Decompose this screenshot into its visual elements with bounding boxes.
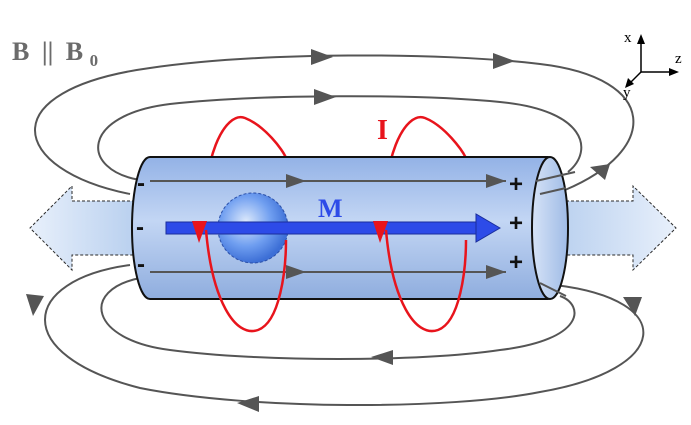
- arrowhead-icon: [286, 174, 306, 188]
- field-exit-bottom: [539, 282, 567, 297]
- field-label: B || B 0: [12, 37, 98, 70]
- force-arrow-left: [29, 184, 135, 272]
- current-loop-right-front: [384, 229, 468, 333]
- current-arrowheads: [192, 221, 388, 243]
- axis-x-label: x: [624, 30, 632, 46]
- arrowhead-icon: [493, 53, 515, 69]
- magnetization-label: M: [318, 194, 343, 223]
- arrowhead-icon: [486, 174, 506, 188]
- axis-z-arrowhead-icon: [669, 68, 679, 76]
- field-label-parallel: ||: [42, 37, 53, 66]
- current-loops-front: [204, 229, 468, 333]
- charge-left-3: -: [137, 251, 145, 278]
- axes-indicator: [625, 34, 679, 88]
- arrowhead-icon: [371, 350, 393, 365]
- internal-arrowheads: [286, 174, 506, 279]
- field-exit-mid: [539, 187, 567, 195]
- arrowhead-icon: [286, 265, 306, 279]
- arrowhead-icon: [237, 396, 259, 412]
- axis-labels: x z y: [623, 30, 682, 101]
- field-loop-outer-bottom: [44, 264, 645, 407]
- current-loop-left-front: [204, 229, 288, 333]
- axis-y-arrowhead-icon: [625, 78, 634, 88]
- axis-z-label: z: [675, 51, 682, 67]
- arrowhead-icon: [314, 89, 336, 105]
- arrowhead-icon: [590, 164, 610, 180]
- field-arrowheads: [26, 49, 642, 412]
- arrowhead-icon: [192, 221, 207, 243]
- charge-left-2: -: [136, 214, 144, 241]
- charge-right-1: +: [509, 171, 523, 198]
- field-label-b: B: [12, 37, 29, 66]
- arrowhead-icon: [311, 49, 333, 65]
- right-charges: + + +: [509, 171, 523, 276]
- internal-field-lines: [150, 171, 576, 297]
- axis-y-label: y: [623, 85, 631, 101]
- cylinder-right-cap: [531, 156, 569, 300]
- field-exit-top: [535, 171, 576, 182]
- field-label-b0: B: [66, 37, 83, 66]
- current-label: I: [377, 115, 388, 146]
- magnetization-arrow-shaft: [165, 221, 479, 235]
- force-arrow-right: [556, 184, 677, 272]
- left-charges: - - -: [136, 170, 145, 278]
- charge-right-2: +: [509, 210, 523, 237]
- arrowhead-icon: [486, 265, 506, 279]
- charge-right-3: +: [509, 249, 523, 276]
- magnetization-arrow-head: [475, 213, 501, 243]
- axis-x-arrowhead-icon: [637, 34, 645, 44]
- arrowhead-icon: [26, 294, 44, 316]
- field-loop-inner-bottom: [100, 277, 576, 360]
- charge-left-1: -: [137, 170, 145, 197]
- magnetization-arrow: [165, 213, 501, 243]
- field-label-b0-sub: 0: [90, 51, 99, 70]
- arrowhead-icon: [373, 221, 388, 243]
- arrowhead-icon: [623, 297, 642, 316]
